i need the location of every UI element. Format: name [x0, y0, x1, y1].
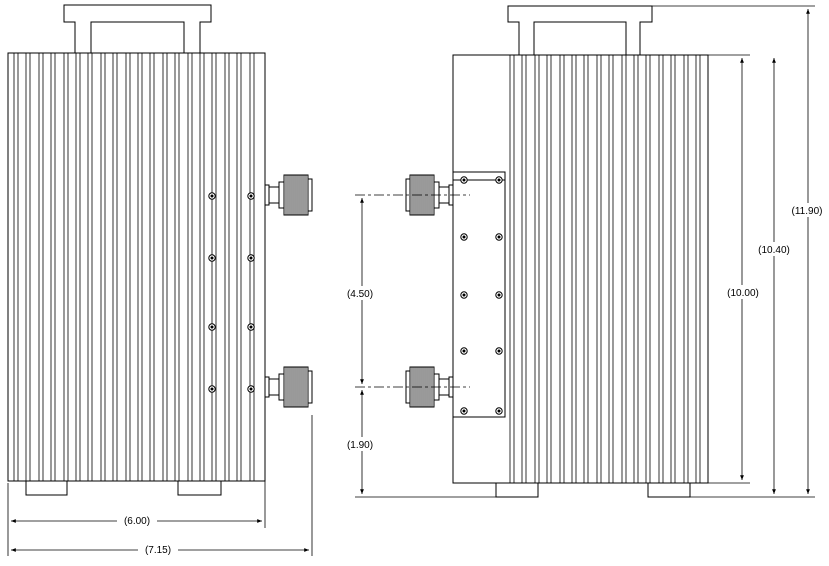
- rf-connector-top-icon: [264, 174, 313, 216]
- dim-width-6: (6.00): [124, 516, 150, 527]
- front-view: [7, 4, 313, 496]
- screw-icon: [208, 192, 216, 200]
- side-view: [405, 5, 709, 498]
- dim-height-10: (10.00): [727, 288, 759, 299]
- dim-port-spacing: (4.50): [347, 289, 373, 300]
- dim-port-offset: (1.90): [347, 440, 373, 451]
- dim-height-1040: (10.40): [758, 245, 790, 256]
- rf-connector-bottom-icon: [264, 366, 313, 408]
- heatsink-body: [7, 52, 266, 482]
- dim-height-1190: (11.90): [792, 206, 823, 217]
- dim-width-7: (7.15): [145, 545, 171, 556]
